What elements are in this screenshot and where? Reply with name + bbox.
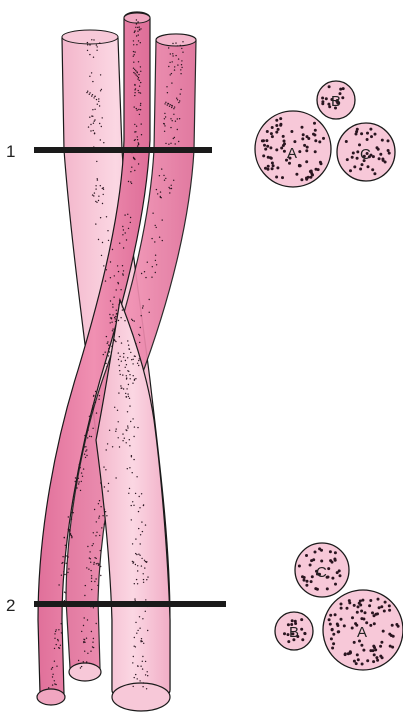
cross-section-group-2: C B A [275, 543, 403, 670]
section-label-2: 2 [6, 596, 15, 615]
fiber-b-top [124, 13, 150, 23]
section-line-2 [34, 601, 226, 607]
cross-section-label-1-c: C [360, 146, 371, 163]
cross-section-label-1-a: A [287, 145, 297, 162]
section-label-1: 1 [6, 142, 15, 161]
fiber-a-top [62, 30, 118, 44]
fiber-c-end [69, 663, 101, 681]
fiber-c-top [156, 34, 196, 46]
cross-section-group-1: A B C [255, 81, 395, 187]
cross-section-label-1-b: B [331, 93, 341, 110]
section-line-1 [34, 147, 212, 153]
cross-section-label-2-a: A [357, 624, 367, 641]
cross-section-label-2-b: B [289, 624, 299, 641]
fiber-b-end [37, 689, 65, 705]
cross-section-label-2-c: C [316, 564, 327, 581]
fiber-a-end [112, 683, 170, 711]
